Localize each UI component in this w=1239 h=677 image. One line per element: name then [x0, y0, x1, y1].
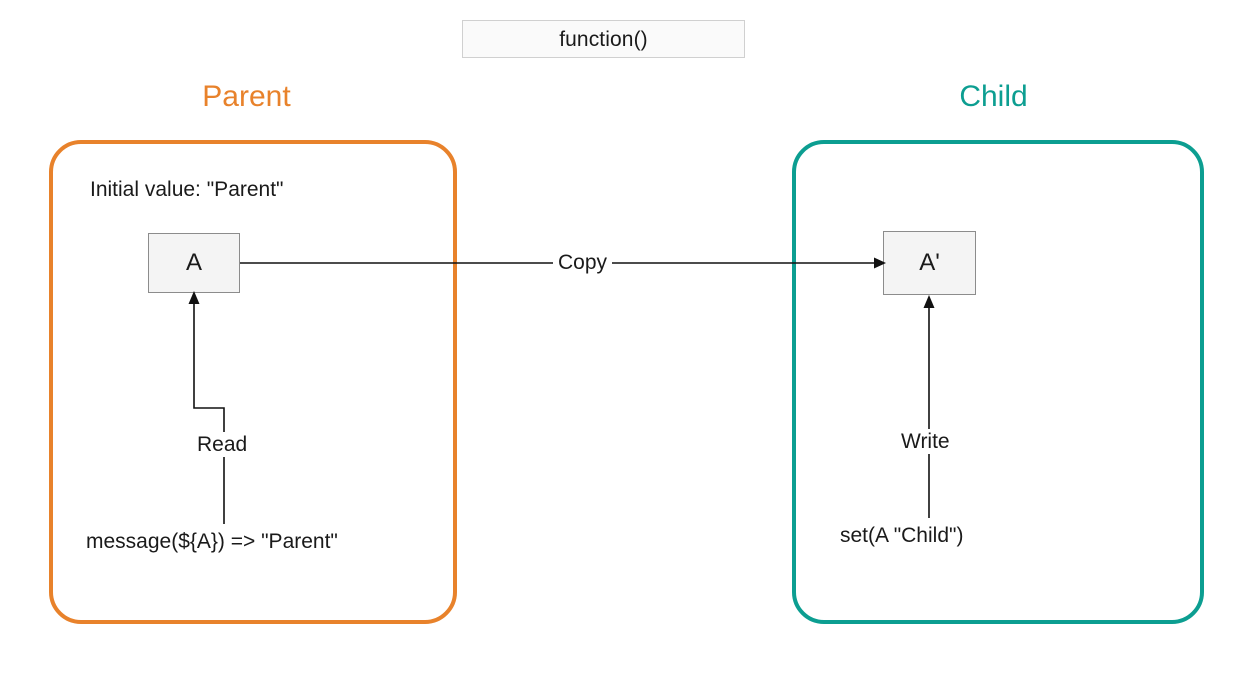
variable-box-a: A [148, 233, 240, 293]
child-group-title: Child [959, 80, 1028, 113]
variable-box-a-label: A [185, 249, 202, 276]
read-edge-label: Read [192, 432, 253, 457]
write-edge-label: Write [896, 429, 955, 454]
parent-message-expression: message(${A}) => "Parent" [86, 530, 338, 553]
function-header-label: function() [559, 27, 648, 51]
child-scope-box [792, 140, 1204, 624]
parent-scope-box [49, 140, 457, 624]
function-header-box: function() [462, 20, 745, 58]
copy-edge-label: Copy [553, 250, 613, 275]
parent-group-title: Parent [202, 80, 291, 113]
parent-initial-value-label: Initial value: "Parent" [90, 178, 284, 201]
variable-box-a-prime: A' [883, 231, 976, 295]
child-set-expression: set(A "Child") [840, 524, 964, 547]
variable-box-a-prime-label: A' [919, 249, 940, 276]
